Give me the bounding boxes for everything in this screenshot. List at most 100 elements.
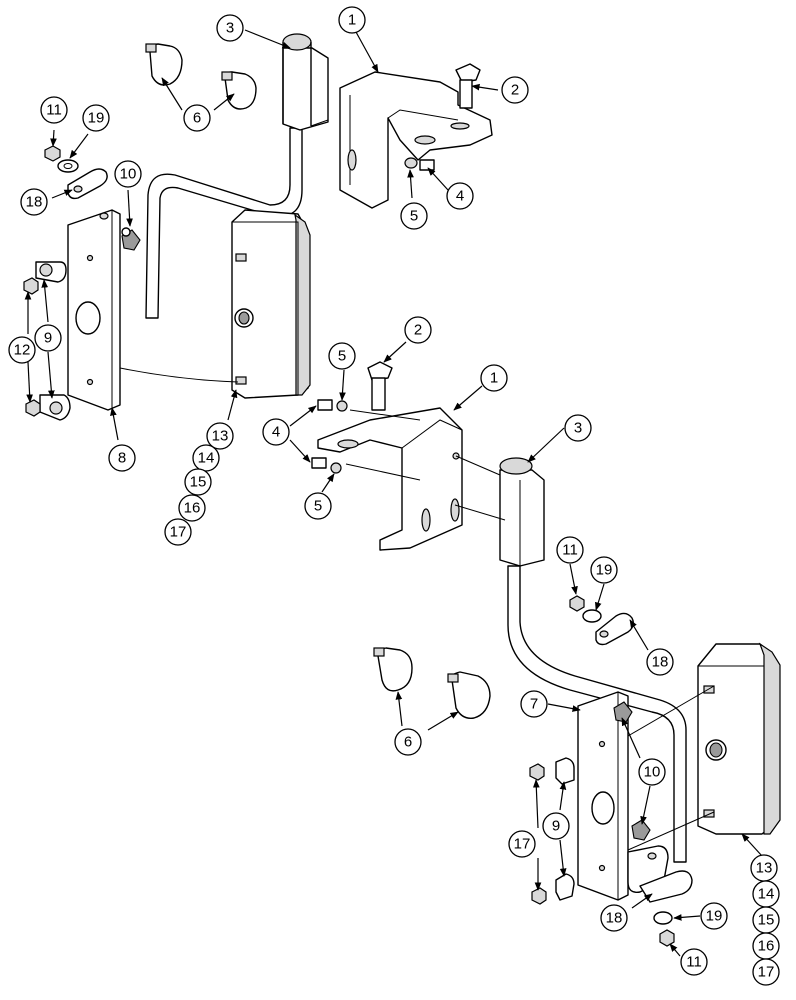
svg-text:2: 2	[414, 322, 422, 339]
callout-6-upper: 6	[183, 104, 211, 132]
callout-7-lower: 7	[520, 690, 548, 718]
callout-3-upper: 3	[216, 14, 244, 42]
callout-2-lower: 2	[404, 316, 432, 344]
svg-text:8: 8	[118, 450, 126, 467]
callout-18-lower-top: 18	[646, 648, 674, 676]
svg-text:18: 18	[26, 194, 43, 211]
svg-text:2: 2	[511, 82, 519, 99]
callout-9-upper: 9	[34, 324, 62, 352]
callout-14-upper: 14	[192, 444, 220, 472]
callout-6-lower: 6	[394, 728, 422, 756]
svg-text:10: 10	[120, 166, 137, 183]
svg-text:4: 4	[272, 424, 280, 441]
svg-text:1: 1	[348, 12, 356, 29]
svg-text:13: 13	[212, 428, 229, 445]
svg-text:15: 15	[758, 912, 775, 929]
svg-text:16: 16	[184, 500, 201, 517]
callout-15-lower: 15	[752, 906, 780, 934]
svg-text:5: 5	[314, 498, 322, 515]
callout-4-upper: 4	[446, 182, 474, 210]
svg-text:6: 6	[404, 734, 412, 751]
svg-text:4: 4	[456, 188, 464, 205]
callout-3-lower: 3	[564, 414, 592, 442]
callout-17-lower: 17	[752, 958, 780, 986]
svg-text:9: 9	[552, 818, 560, 835]
svg-text:11: 11	[46, 102, 62, 119]
lower-mounting-plate	[577, 691, 629, 901]
svg-text:15: 15	[190, 474, 207, 491]
callout-14-lower: 14	[752, 880, 780, 908]
callout-4-lower: 4	[262, 418, 290, 446]
callout-19-upper: 19	[82, 104, 110, 132]
lower-cable-clips	[529, 757, 575, 905]
upper-clamps	[145, 43, 257, 110]
svg-text:18: 18	[652, 654, 669, 671]
callout-19-lower-top: 19	[590, 556, 618, 584]
callout-5-lower: 5	[304, 492, 332, 520]
callout-10-upper: 10	[114, 160, 142, 188]
upper-pivot-bushing	[282, 33, 329, 131]
svg-text:19: 19	[596, 562, 613, 579]
upper-bracket	[339, 71, 493, 209]
svg-text:14: 14	[758, 886, 775, 903]
svg-text:10: 10	[644, 764, 661, 781]
svg-text:17: 17	[758, 964, 775, 981]
callout-18-lower-bottom: 18	[600, 904, 628, 932]
svg-text:5: 5	[338, 348, 346, 365]
lower-pivot-bushing	[499, 457, 545, 567]
svg-text:13: 13	[756, 860, 773, 877]
lower-bracket	[317, 407, 463, 551]
svg-text:17: 17	[514, 836, 531, 853]
callout-11-upper: 11	[40, 96, 68, 124]
callout-1-upper: 1	[338, 6, 366, 34]
lower-mirror-head	[697, 642, 781, 835]
upper-cable-clips	[23, 261, 71, 421]
svg-text:17: 17	[170, 524, 187, 541]
callout-5-upper: 5	[400, 202, 428, 230]
callout-18-upper: 18	[20, 188, 48, 216]
svg-text:19: 19	[88, 110, 105, 127]
upper-grease-fitting	[121, 227, 141, 251]
callout-1-lower: 1	[480, 364, 508, 392]
callout-10-lower: 10	[638, 758, 666, 786]
callout-11-lower-top: 11	[556, 536, 584, 564]
svg-text:1: 1	[490, 370, 498, 387]
svg-text:12: 12	[14, 342, 31, 359]
lower-top-fasteners	[569, 595, 635, 646]
svg-text:19: 19	[706, 908, 723, 925]
svg-text:16: 16	[758, 938, 775, 955]
svg-text:14: 14	[198, 450, 215, 467]
svg-text:7: 7	[530, 696, 538, 713]
callout-5-lower-top: 5	[328, 342, 356, 370]
svg-text:5: 5	[410, 208, 418, 225]
callout-9-lower: 9	[542, 812, 570, 840]
lower-assembly	[311, 361, 781, 947]
upper-small-bolt	[404, 157, 435, 171]
callout-12-upper: 12	[8, 336, 36, 364]
leader-lines	[24, 29, 763, 957]
svg-text:11: 11	[562, 542, 578, 559]
callout-11-lower-bottom: 11	[680, 948, 708, 976]
callout-13-lower: 13	[750, 854, 778, 882]
lower-grease-fittings	[613, 701, 651, 841]
upper-mounting-plate	[67, 209, 121, 411]
lower-small-bolts	[311, 399, 348, 474]
upper-fasteners	[44, 145, 108, 200]
lower-bottom-fasteners	[627, 845, 693, 947]
upper-bolt	[455, 63, 481, 109]
callouts: 3 1 2 4 5 6 11 19 18 10 12 9 8 13 14 15 …	[8, 6, 780, 986]
callout-13-upper: 13	[206, 422, 234, 450]
callout-17-upper: 17	[164, 518, 192, 546]
upper-mirror-head	[231, 209, 311, 399]
callout-2-upper: 2	[501, 76, 529, 104]
lower-clamps	[373, 647, 491, 719]
callout-17-lower-left: 17	[508, 830, 536, 858]
svg-text:3: 3	[226, 20, 234, 37]
callout-16-upper: 16	[178, 494, 206, 522]
svg-text:6: 6	[193, 110, 201, 127]
lower-arm-tube	[507, 565, 687, 863]
callout-19-lower-bottom: 19	[700, 902, 728, 930]
svg-text:18: 18	[606, 910, 623, 927]
callout-16-lower: 16	[752, 932, 780, 960]
